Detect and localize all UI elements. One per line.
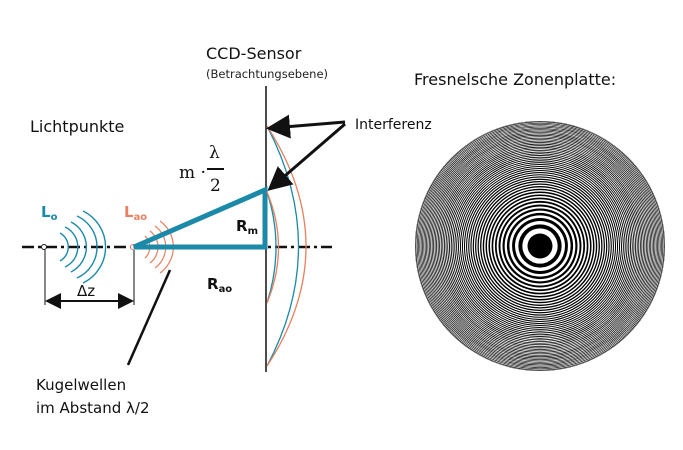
zone-ring: [527, 233, 553, 259]
rm-label: Rm: [236, 217, 258, 237]
fresnel-zone-plate: [415, 121, 665, 371]
fresnel-title: Fresnelsche Zonenplatte:: [414, 70, 617, 89]
kugelwellen-label-line2: im Abstand λ/2: [36, 399, 150, 417]
interferenz-arrow-bottom: [267, 122, 346, 191]
formula-m: m ·: [179, 163, 206, 183]
source-lo: [41, 244, 47, 250]
interferenz-arrow-top: [266, 114, 346, 139]
formula-numerator: λ: [209, 143, 220, 163]
ccd-sensor-subtitle: (Betrachtungsebene): [206, 67, 329, 81]
formula-fraction-bar: [207, 168, 224, 170]
rm-label-main: R: [236, 217, 248, 235]
lo-label: Lo: [41, 203, 57, 223]
lao-label: Lao: [124, 203, 147, 223]
ccd-sensor-title: CCD-Sensor: [206, 44, 302, 63]
rao-label-main: R: [207, 275, 219, 293]
rao-label: Rao: [207, 275, 232, 295]
lo-label-main: L: [41, 203, 51, 221]
interference-arcs: [266, 125, 307, 367]
geometry-triangle: [133, 186, 268, 250]
lao-label-main: L: [124, 203, 134, 221]
rao-label-sub: ao: [218, 284, 233, 295]
interferenz-label: Interferenz: [355, 117, 432, 133]
kugelwellen-pointer: [126, 269, 172, 366]
rm-label-sub: m: [247, 226, 258, 237]
delta-z-label: Δz: [77, 282, 96, 300]
lo-label-sub: o: [50, 212, 58, 223]
kugelwellen-label-line1: Kugelwellen: [36, 376, 127, 394]
lo-waves: [59, 210, 107, 284]
lichtpunkte-label: Lichtpunkte: [30, 117, 125, 136]
lao-label-sub: ao: [133, 212, 148, 223]
formula-denominator: 2: [210, 176, 221, 196]
